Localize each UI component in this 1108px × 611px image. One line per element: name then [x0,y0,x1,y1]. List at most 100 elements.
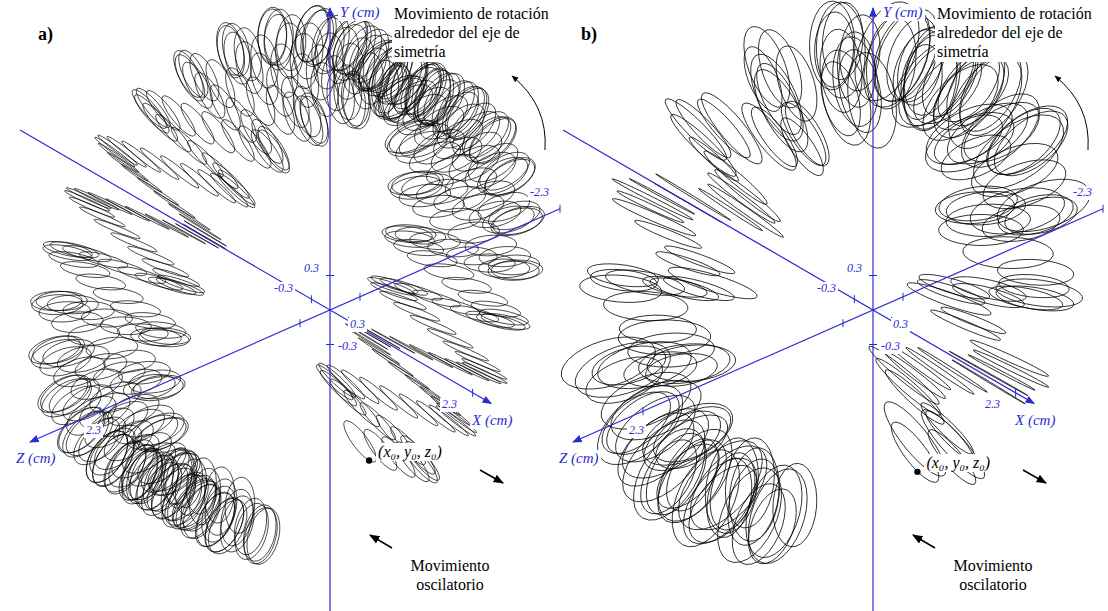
trajectory-loop [409,345,453,368]
trajectory-loop [94,219,140,238]
trajectory-loop [604,292,688,321]
trajectory-loop [671,114,736,176]
tick-label: 2.3 [84,424,103,438]
trajectory-loop [635,220,702,248]
axis-tick [311,295,312,303]
trajectory-loop [999,275,1069,298]
annotation: Movimiento de rotación alrededor del eje… [392,4,558,62]
trajectory-loop [970,340,1049,376]
x-axis [20,130,491,404]
trajectory-loop [211,173,248,207]
trajectory-loop [395,283,443,300]
trajectory-loop [488,255,539,275]
trajectory-loop [52,386,101,425]
axes-group [20,8,1103,611]
trajectory-loop [413,195,464,217]
trajectory-loop [715,170,780,222]
trajectory-loop [125,206,169,229]
trajectory-loop [751,107,797,167]
annotation: Movimiento oscilatorio [941,556,1045,594]
trajectory-loop [414,68,450,123]
trajectory-loop [236,42,263,94]
annotation: Movimiento de rotación alrededor del eje… [935,4,1101,62]
trajectory-loop [217,26,244,78]
trajectory-loop [869,346,939,404]
rotation-arrow [1055,76,1088,150]
trajectory-loop [79,252,127,268]
panel-letter: b) [579,24,599,45]
trajectory-loop [891,422,938,482]
trajectory-loop [457,362,502,384]
trajectory-loop [458,290,507,306]
trajectory-loop [639,344,730,383]
trajectory-loop [69,197,114,217]
trajectory-loop [111,233,157,252]
trajectory-loop [244,505,276,561]
trajectory-loop [131,328,181,345]
trajectory-loop [59,407,106,452]
trajectory-loop [43,241,92,257]
trajectory-loop [396,131,447,163]
trajectory-loop [982,205,1059,241]
trajectory-loop [395,227,445,244]
z-axis [573,209,1103,442]
trajectory-loop [434,186,485,211]
trajectory-loop [617,191,684,223]
tick-label: 2.3 [983,398,1002,412]
trajectory-loop [128,246,174,264]
trajectory-loop [380,63,411,119]
trajectory-loop [36,291,87,310]
tick-label: -0.3 [336,340,359,354]
trajectory-loop [380,386,418,418]
trajectory-loop [290,33,318,88]
trajectory-loop [885,351,946,398]
trajectory-loop [387,124,438,156]
trajectory-loop [156,114,191,151]
tick-label: -2.3 [528,186,551,200]
trajectory-loop [267,65,294,116]
trajectory-loop [445,87,486,139]
trajectory-loop [353,53,383,109]
axis-tick [100,407,101,415]
axis-tick [560,205,561,213]
trajectory-loop [344,421,377,462]
trajectory-loop [816,2,865,98]
trajectory-loop [264,9,293,65]
trajectory-loop [941,307,1006,333]
trajectory-loop [994,111,1067,176]
trajectory-loop [342,370,379,403]
trajectory-loop [106,199,150,221]
trajectory-loop [63,301,114,319]
oscillation-arrow [370,535,392,548]
trajectory-loop [416,179,467,204]
axes [563,8,1103,611]
rotation-arrow [512,76,545,150]
trajectory-loop [176,224,219,248]
trajectory-loop [294,23,323,79]
trajectory-loop [76,274,125,290]
trajectory-loop [42,379,92,417]
annotation: Movimiento oscilatorio [398,556,502,594]
trajectory-loop [114,409,164,444]
trajectory-loop [190,54,219,101]
trajectory-loop [132,90,166,129]
axis-tick [326,275,334,276]
trajectory-loop [380,278,427,295]
trajectory-loop [372,349,413,376]
trajectory-loop [52,312,103,333]
axis-tick [300,319,301,327]
trajectory-loop [455,351,500,371]
trajectory-loop [961,94,1039,167]
trajectory-loop [360,403,395,440]
axis-tick [843,319,844,327]
trajectory-loop [49,252,98,268]
trajectory-loop [821,50,871,145]
trajectory-loop [164,448,194,504]
trajectory-loop [402,174,453,198]
axis-label: Z (cm) [557,450,601,467]
axis-tick [326,344,334,345]
trajectory-loop [132,377,183,401]
axis-tick [472,389,473,397]
trajectory-loop [998,259,1074,285]
trajectory-loop [939,186,1017,221]
